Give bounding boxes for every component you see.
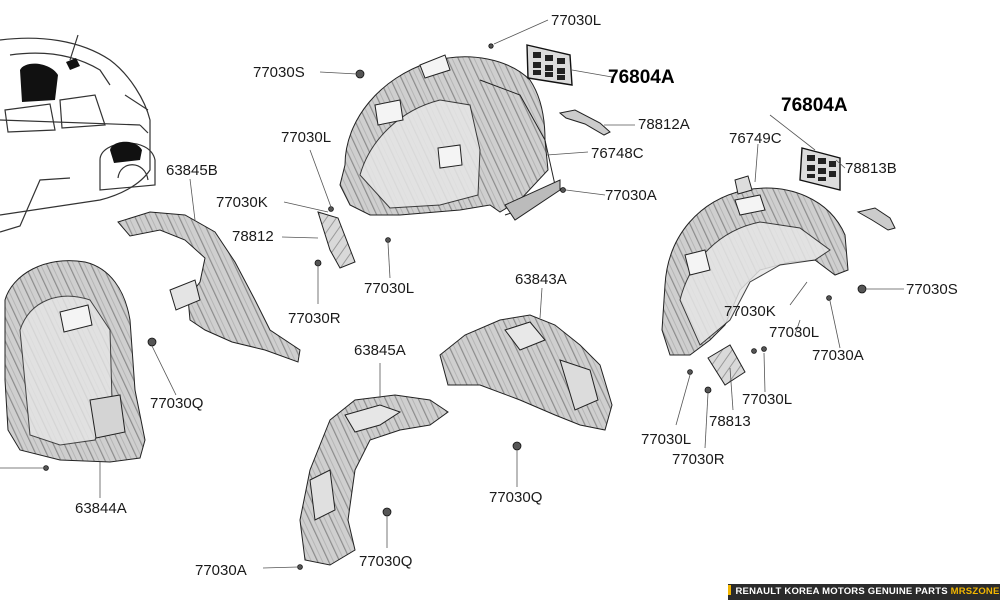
liner-63843A xyxy=(439,314,613,431)
part-label-77030A-right: 77030A xyxy=(812,347,864,364)
liner-63845A xyxy=(299,394,449,566)
car-wheel-arch-icon xyxy=(20,58,142,163)
part-label-77030L-mid: 77030L xyxy=(281,129,332,146)
part-label-77030K-right: 77030K xyxy=(724,303,776,320)
part-label-78812A: 78812A xyxy=(638,116,690,133)
part-label-78812: 78812 xyxy=(232,228,274,245)
car-outline-icon xyxy=(0,34,156,233)
leader-lines xyxy=(0,19,904,569)
front-flap-78812 xyxy=(317,211,356,269)
part-label-63843A: 63843A xyxy=(515,271,567,288)
part-label-76748C: 76748C xyxy=(591,145,644,162)
liner-63844A xyxy=(4,260,146,463)
part-label-77030R-left: 77030R xyxy=(288,310,341,327)
part-label-77030S-top: 77030S xyxy=(253,64,305,81)
part-label-77030L-top: 77030L xyxy=(551,12,602,29)
rear-flap-78813 xyxy=(707,344,746,386)
strip-78812A xyxy=(558,109,611,136)
part-label-77030Q-center: 77030Q xyxy=(489,489,543,506)
part-label-77030Q-left: 77030Q xyxy=(150,395,204,412)
part-label-63845B: 63845B xyxy=(166,162,218,179)
sensor-bracket-76804A-right xyxy=(799,147,841,191)
part-label-78813B: 78813B xyxy=(845,160,897,177)
part-label-77030L-right: 77030L xyxy=(769,324,820,341)
rear-liner-assembly-76749C xyxy=(661,175,849,356)
part-label-77030K-left: 77030K xyxy=(216,194,268,211)
part-label-76804A-right: 76804A xyxy=(781,95,848,116)
footer-text: RENAULT KOREA MOTORS GENUINE PARTS xyxy=(735,586,951,597)
part-label-77030A-mid: 77030A xyxy=(605,187,657,204)
part-label-77030L-low: 77030L xyxy=(364,280,415,297)
footer-mark-icon xyxy=(728,585,732,595)
liner-63845B xyxy=(117,211,301,363)
part-label-76804A-top: 76804A xyxy=(608,67,675,88)
part-label-77030S-right: 77030S xyxy=(906,281,958,298)
part-label-78813: 78813 xyxy=(709,413,751,430)
front-liner-assembly-76748C xyxy=(339,54,561,221)
part-label-63845A: 63845A xyxy=(354,342,406,359)
footer-watermark: RENAULT KOREA MOTORS GENUINE PARTS MRSZO… xyxy=(728,584,1000,600)
part-label-77030L-right2: 77030L xyxy=(742,391,793,408)
part-label-77030Q-bottom: 77030Q xyxy=(359,553,413,570)
part-label-77030L-bottom: 77030L xyxy=(641,431,692,448)
footer-brand: MRSZONE xyxy=(950,586,1000,597)
part-label-63844A: 63844A xyxy=(75,500,127,517)
sensor-bracket-76804A-top xyxy=(526,44,573,86)
strip-78813B xyxy=(856,207,896,231)
part-label-77030A-bottom: 77030A xyxy=(195,562,247,579)
part-label-77030R-right: 77030R xyxy=(672,451,725,468)
part-label-76749C: 76749C xyxy=(729,130,782,147)
